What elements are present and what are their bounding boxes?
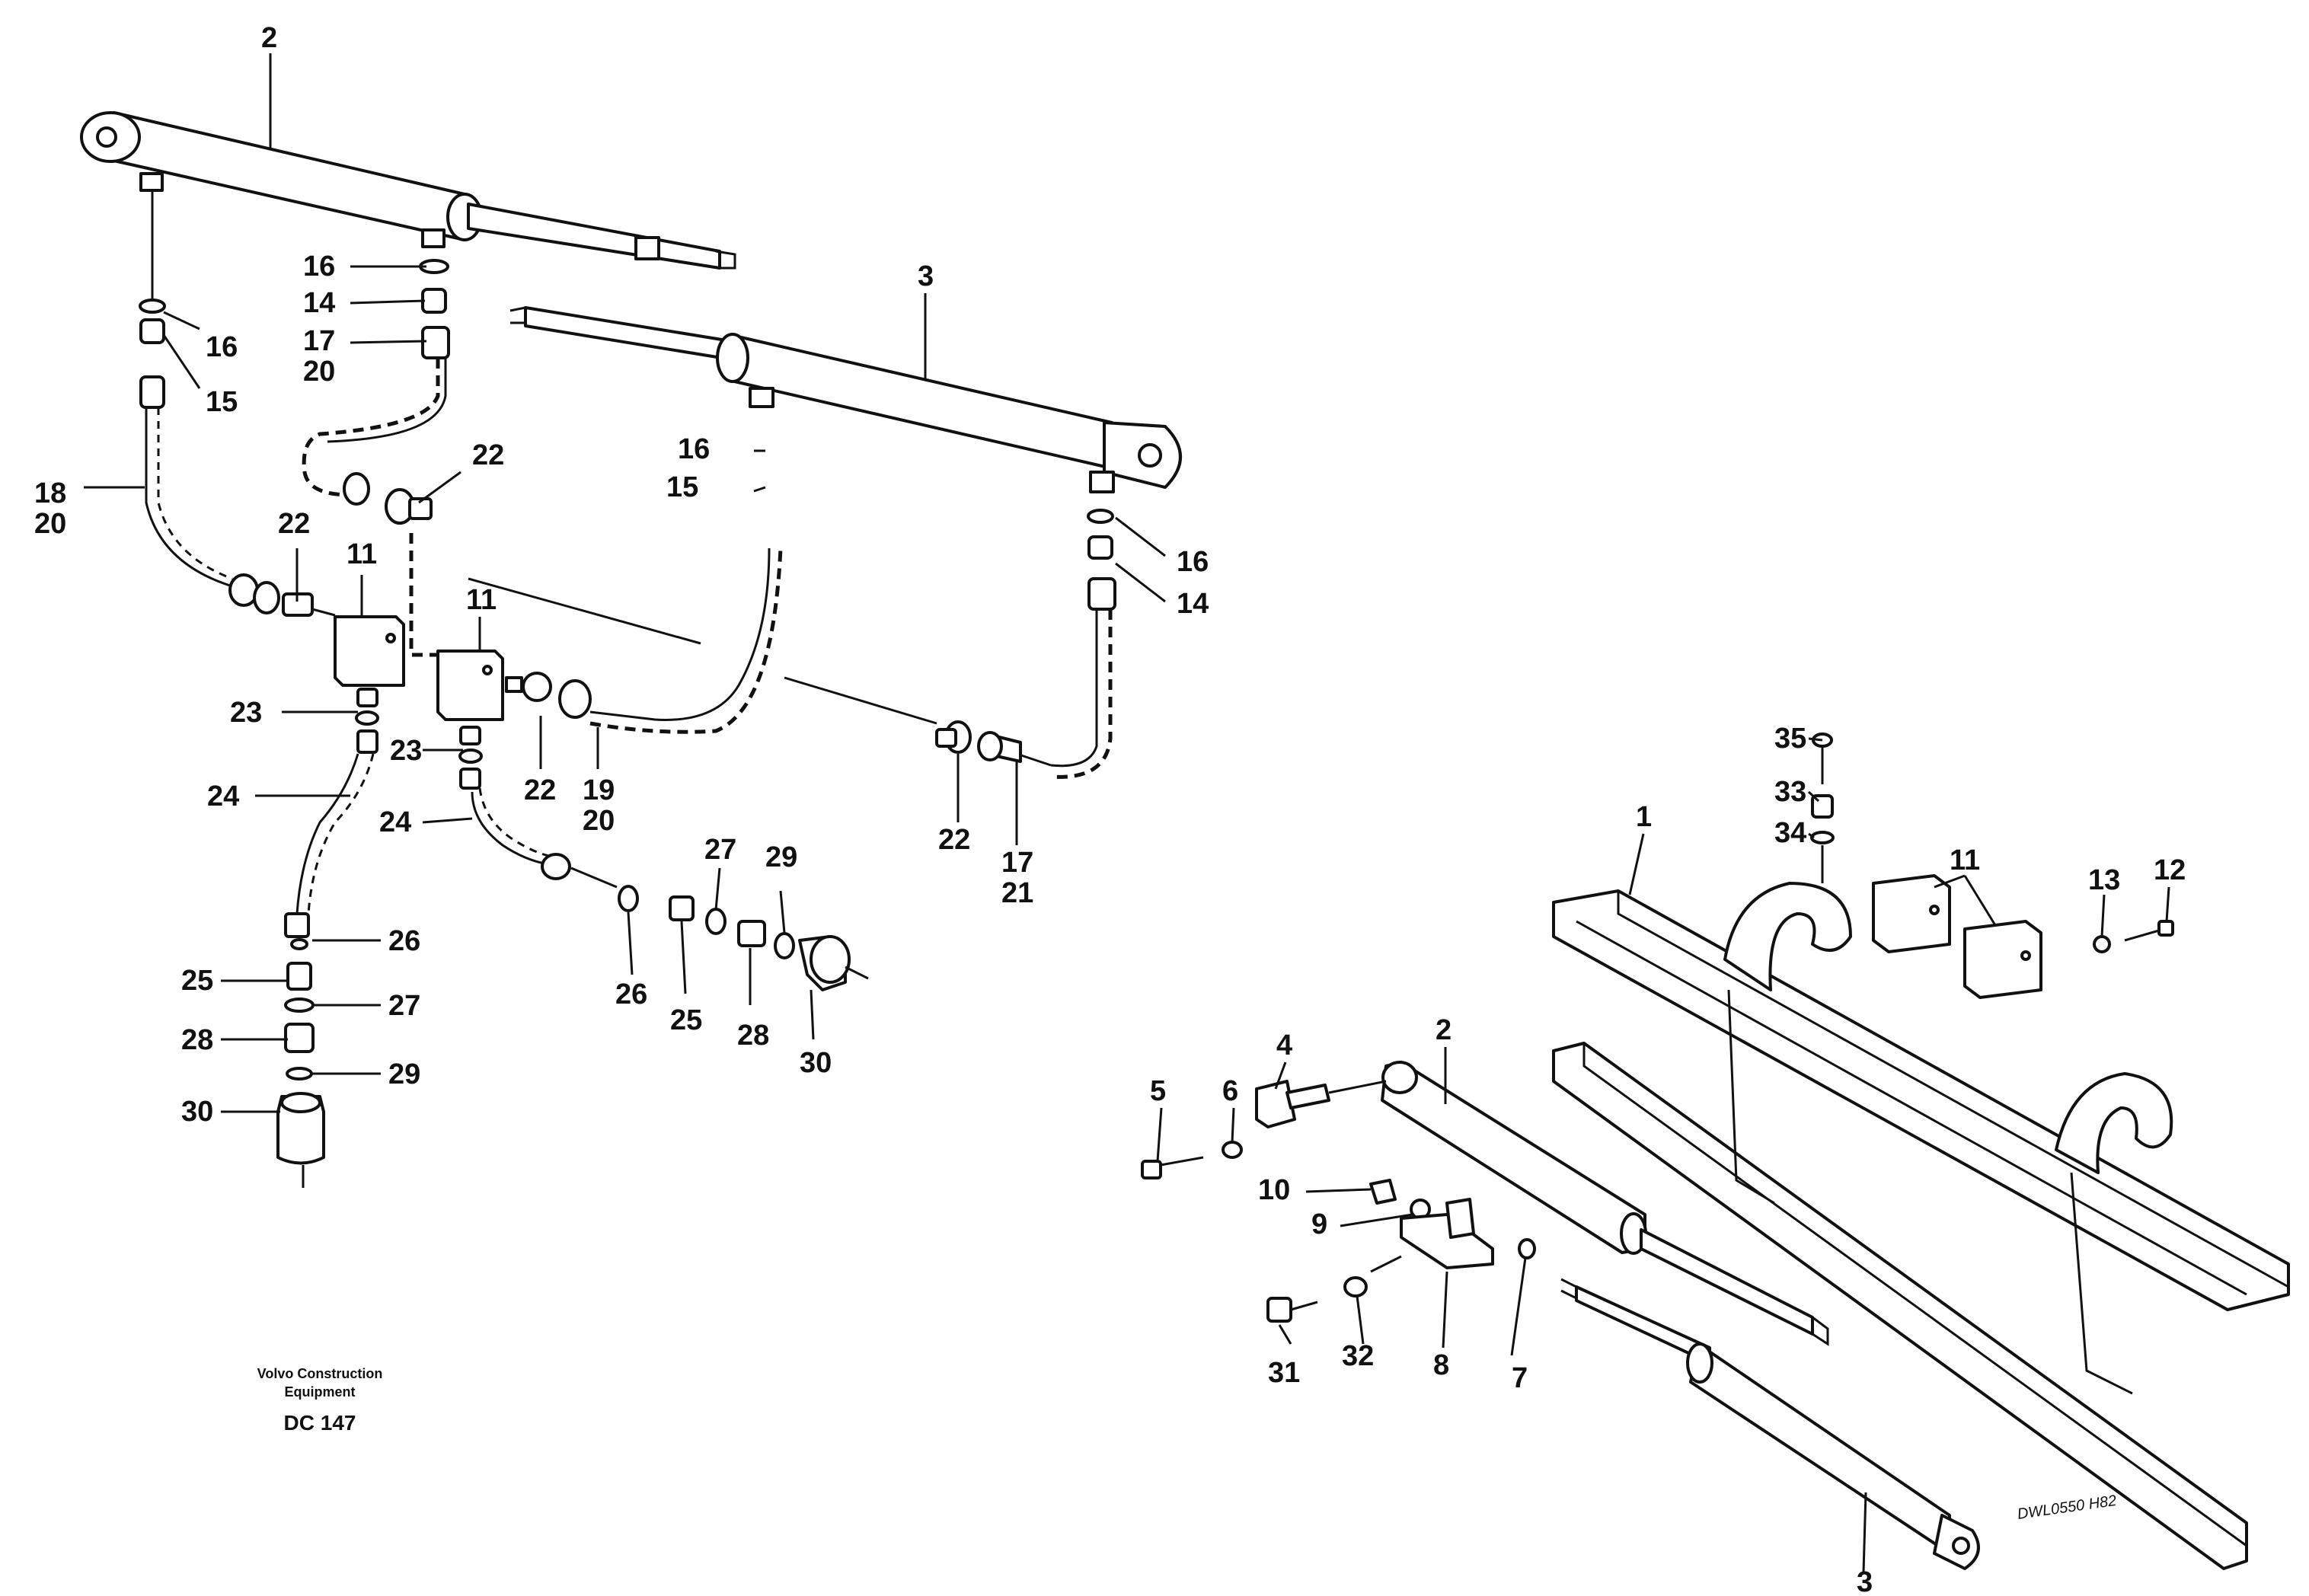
- label-13: 13: [2088, 864, 2120, 896]
- label-28: 28: [181, 1024, 213, 1056]
- label-20: 20: [583, 805, 615, 837]
- bolt-5: [1141, 1156, 1204, 1179]
- label-22: 22: [524, 774, 556, 806]
- bolt-31: [1266, 1297, 1318, 1323]
- label-21: 21: [1001, 877, 1033, 909]
- caption-company: Volvo Construction: [257, 1366, 383, 1381]
- label-2-top: 2: [261, 22, 277, 54]
- label-34: 34: [1774, 817, 1806, 849]
- label-3-lower: 3: [1857, 1566, 1873, 1596]
- label-25: 25: [181, 965, 213, 997]
- washer-32: [1343, 1276, 1368, 1298]
- label-25: 25: [670, 1004, 702, 1036]
- washer-13: [2093, 935, 2111, 953]
- drawing-number: DWL0550 H82: [2017, 1492, 2118, 1523]
- label-11: 11: [466, 584, 497, 616]
- label-33: 33: [1774, 776, 1806, 808]
- label-20: 20: [34, 508, 66, 540]
- bracket-4: [1255, 1080, 1387, 1128]
- caption-block: Volvo Construction Equipment DC 147: [257, 1366, 383, 1435]
- label-16: 16: [678, 433, 710, 465]
- label-15: 15: [666, 471, 698, 503]
- label-8: 8: [1433, 1349, 1449, 1381]
- label-27: 27: [704, 834, 736, 866]
- label-16: 16: [1177, 546, 1209, 578]
- label-19: 19: [583, 774, 615, 806]
- part-labels: 2 3 16 14 17 20 16 15 18 20 22 22 11 11 …: [34, 22, 2186, 1596]
- label-17: 17: [303, 325, 335, 357]
- fitting-stack-left: [276, 938, 325, 1188]
- label-28: 28: [737, 1020, 769, 1052]
- hydraulic-cylinder-3-top: [509, 306, 1182, 493]
- label-4: 4: [1276, 1029, 1292, 1061]
- valve-block-11-left: [284, 615, 405, 938]
- hydraulic-cylinder-2-top: [80, 111, 736, 270]
- washer-7: [1518, 1238, 1536, 1259]
- label-3-top: 3: [918, 260, 934, 292]
- label-30: 30: [800, 1047, 832, 1079]
- label-15: 15: [206, 386, 238, 418]
- label-16: 16: [206, 331, 238, 363]
- bolt-35-stack: [1810, 733, 1835, 883]
- label-20: 20: [303, 356, 335, 388]
- label-35: 35: [1774, 723, 1806, 755]
- hydraulic-cylinder-3-lower: [1560, 1278, 1980, 1570]
- diagram-code: DC 147: [284, 1411, 356, 1435]
- label-23: 23: [390, 735, 422, 767]
- leader-lines: [84, 53, 2170, 1573]
- hose-assembly-right: [935, 509, 1116, 779]
- label-1: 1: [1636, 801, 1652, 833]
- label-12: 12: [2154, 854, 2186, 886]
- label-24: 24: [379, 806, 411, 838]
- label-5: 5: [1150, 1075, 1166, 1107]
- label-22: 22: [472, 439, 504, 471]
- label-11: 11: [1950, 844, 1980, 876]
- label-22: 22: [938, 824, 970, 856]
- valve-block-11-center: [436, 547, 783, 889]
- label-22: 22: [278, 508, 310, 540]
- frame-1: [1552, 882, 2290, 1570]
- label-29: 29: [388, 1058, 420, 1090]
- label-23: 23: [230, 697, 262, 729]
- label-6: 6: [1222, 1075, 1238, 1107]
- label-11: 11: [347, 538, 377, 570]
- label-14: 14: [1177, 588, 1209, 620]
- label-18: 18: [34, 477, 66, 509]
- label-26: 26: [615, 978, 647, 1010]
- label-17: 17: [1001, 847, 1033, 879]
- label-32: 32: [1342, 1340, 1374, 1372]
- label-10: 10: [1258, 1174, 1290, 1206]
- fitting-stack-center: [618, 885, 869, 991]
- label-14: 14: [303, 287, 335, 319]
- screw-12: [2124, 920, 2174, 942]
- label-30: 30: [181, 1096, 213, 1128]
- washer-6: [1222, 1141, 1243, 1159]
- label-27: 27: [388, 990, 420, 1022]
- label-31: 31: [1268, 1357, 1300, 1389]
- label-2-lower: 2: [1436, 1014, 1452, 1046]
- wear-pads-11-right: [1872, 874, 2042, 999]
- caption-company-line2: Equipment: [285, 1384, 356, 1400]
- nut-10: [1369, 1179, 1397, 1205]
- label-24: 24: [207, 780, 239, 812]
- label-7: 7: [1512, 1362, 1528, 1394]
- hose-assembly-center: [302, 259, 450, 657]
- label-9: 9: [1311, 1208, 1327, 1240]
- label-26: 26: [388, 925, 420, 957]
- label-16: 16: [303, 251, 335, 282]
- hose-assembly-left: [139, 192, 336, 617]
- hydraulic-cylinder-2-lower: [1381, 1061, 1829, 1346]
- bracket-8: [1400, 1198, 1494, 1269]
- label-29: 29: [765, 841, 797, 873]
